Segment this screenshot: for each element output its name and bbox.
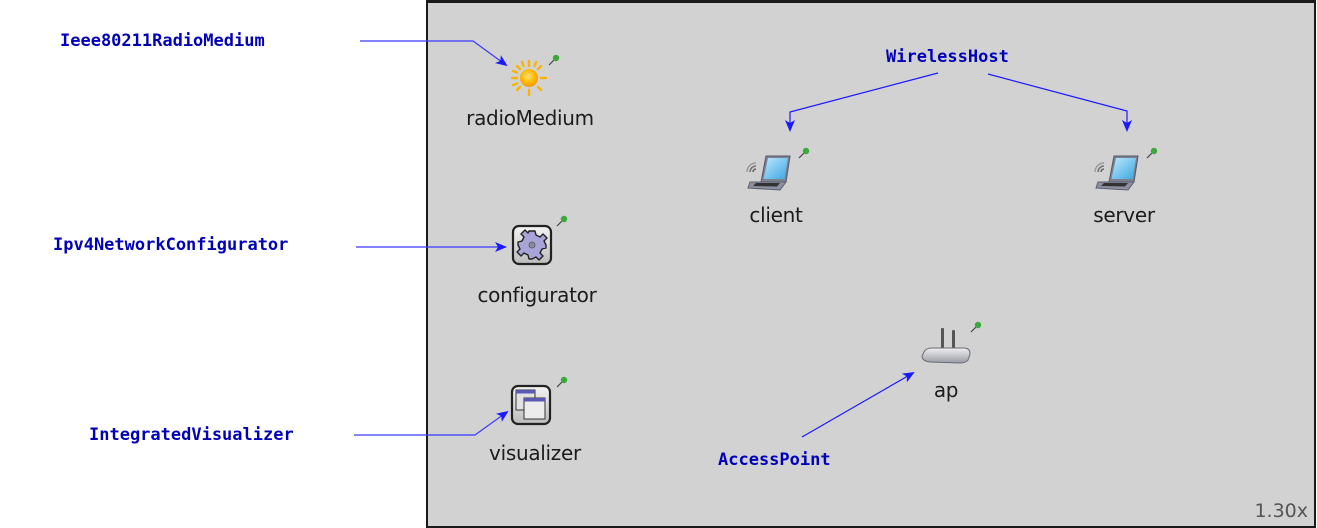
wireless-laptop-icon: [1094, 155, 1139, 191]
sun-icon: [510, 59, 548, 97]
annotation-radio-medium-type: Ieee80211RadioMedium: [60, 31, 265, 51]
pin-icon: [556, 215, 568, 227]
node-label-configurator: configurator: [477, 283, 597, 307]
node-label-server: server: [1093, 203, 1155, 227]
access-point-icon: [921, 328, 971, 364]
annotation-wireless-host-type: WirelessHost: [886, 47, 1009, 67]
node-label-visualizer: visualizer: [489, 441, 581, 465]
node-label-radio-medium: radioMedium: [466, 106, 594, 130]
windows-icon: [510, 384, 552, 426]
pin-icon: [556, 376, 568, 388]
node-label-ap: ap: [933, 378, 959, 402]
zoom-level-indicator: 1.30x: [1254, 500, 1308, 522]
annotation-access-point-type: AccessPoint: [718, 450, 831, 470]
node-label-client: client: [749, 203, 803, 227]
wireless-laptop-icon: [746, 155, 791, 191]
gear-icon: [511, 224, 553, 266]
pin-icon: [798, 147, 810, 159]
annotation-configurator-type: Ipv4NetworkConfigurator: [53, 235, 289, 255]
pin-icon: [1146, 147, 1158, 159]
annotation-visualizer-type: IntegratedVisualizer: [89, 425, 294, 445]
pin-icon: [548, 54, 560, 66]
pin-icon: [970, 321, 982, 333]
